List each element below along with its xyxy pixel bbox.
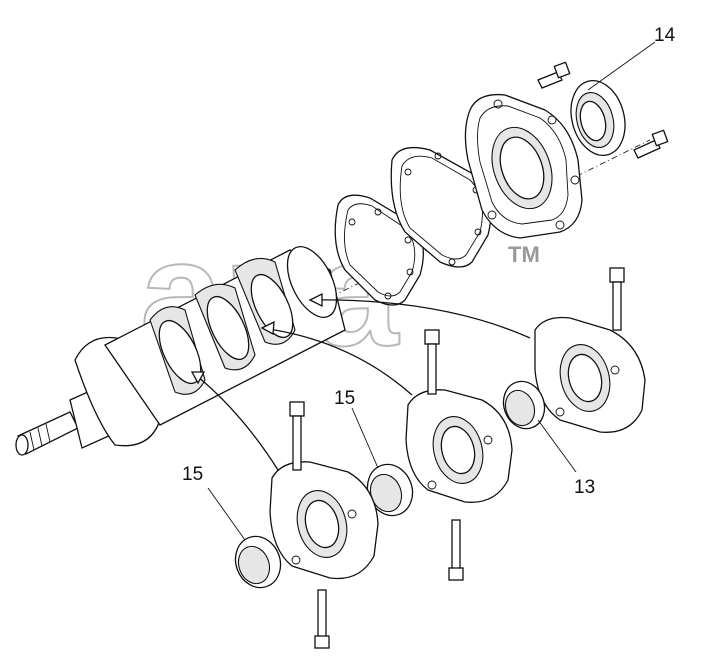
bearing-shell-inner [504, 389, 536, 427]
rear-housing-bolt-hole [487, 210, 497, 220]
bolt-head [314, 635, 330, 649]
gasket-outer-hole [406, 268, 414, 276]
bolt-shank [292, 415, 302, 471]
rear-housing-bolt-hole [555, 220, 565, 230]
watermark-trademark: TM [508, 242, 540, 267]
bearing-shell-15-middle [366, 463, 414, 517]
crankshaft-splines [29, 423, 51, 451]
rear-housing-bolt-hole [493, 99, 503, 109]
leader-line-15-left [207, 487, 246, 541]
bolt-shank [317, 589, 327, 641]
bearing-cap-right [534, 316, 646, 433]
gasket-outer-hole [384, 292, 392, 300]
gasket-inner-hole [404, 168, 412, 176]
leader-line-14 [587, 41, 656, 91]
crankshaft-spline-end [15, 434, 29, 456]
gasket-inner-hole [434, 152, 442, 160]
leader-lines [207, 41, 656, 541]
bearing-cap-left-bore-inner [304, 499, 340, 549]
bearing-cap-middle-bore-inner [440, 425, 476, 475]
callout-15-left: 15 [182, 464, 203, 485]
bearing-shell-inner [237, 545, 271, 585]
leader-line-15-middle [351, 407, 379, 469]
rear-housing-bolt-top [537, 61, 571, 89]
crankshaft-journal-3 [250, 273, 294, 339]
bearing-cap-left-bolt-bottom [314, 589, 330, 649]
bearing-cap-middle-hole [427, 480, 437, 490]
bearing-shell-13 [502, 380, 546, 430]
assembly-arrows [190, 292, 531, 471]
rear-housing-bolt-hole [570, 175, 580, 185]
bolt-shank [427, 343, 437, 395]
crankshaft-web-1 [74, 336, 161, 447]
callout-15-middle: 15 [334, 388, 355, 409]
assembly-arrowhead [260, 320, 275, 336]
callout-13: 13 [574, 477, 595, 498]
rear-housing-flange-edge [477, 105, 569, 225]
bolt-head [424, 329, 440, 345]
bolt-shank [451, 519, 461, 571]
bearing-cap-left-hole [291, 555, 301, 565]
crankshaft [15, 246, 346, 456]
bearing-cap-middle [405, 389, 513, 503]
bearing-cap-middle-bolt-top [424, 329, 440, 395]
bolt-head [553, 61, 571, 79]
bearing-cap-middle-bolt-bottom [448, 519, 464, 581]
bolt-shank [612, 281, 622, 331]
bearing-cap-left-hole [347, 509, 357, 519]
oil-seal-bore [579, 100, 607, 142]
bolt-head [289, 401, 305, 417]
bearing-shell-15-left [234, 535, 282, 589]
gasket-outer-inner-edge [344, 203, 416, 297]
gasket-inner-hole [474, 228, 482, 236]
bearing-cap-right-bolt [609, 267, 625, 331]
bolt-head [609, 267, 625, 283]
gasket-inner-inner-edge [399, 155, 483, 260]
gasket-outer-hole [374, 208, 382, 216]
bearing-cap-right-hole [555, 407, 565, 417]
assembly-arrow-left-cap [191, 371, 279, 471]
assembly-arrowhead [190, 371, 206, 385]
rear-housing-bolt-right [633, 129, 669, 159]
bearing-cap-middle-hole [483, 435, 493, 445]
bearing-cap-right-hole [610, 365, 620, 375]
bearing-cap-left [269, 461, 379, 580]
rear-housing-bolt-hole [547, 115, 557, 125]
callout-14: 14 [654, 25, 676, 46]
bolt-shank [633, 139, 661, 159]
rear-seal-housing [464, 93, 583, 239]
bearing-cap-left-bolt-top [289, 401, 305, 471]
assembly-arrowhead [308, 292, 323, 308]
gasket-outer-hole [404, 236, 412, 244]
gasket-inner [390, 146, 492, 268]
gasket-inner-hole [448, 258, 456, 266]
crankshaft-journal-2 [206, 295, 250, 361]
leader-line-13 [537, 419, 577, 473]
oil-seal [570, 80, 626, 156]
bearing-cap-right-bore-inner [567, 353, 603, 403]
gasket-outer-hole [348, 218, 356, 226]
bolt-head [651, 129, 669, 147]
crankshaft-journal-1 [158, 319, 202, 385]
bolt-head [448, 567, 464, 581]
bolt-shank [537, 71, 563, 89]
assembly-arrow-middle-cap [261, 327, 413, 396]
rear-housing-bore-inner [499, 136, 545, 200]
assembly-arrow-right-cap [309, 299, 531, 339]
